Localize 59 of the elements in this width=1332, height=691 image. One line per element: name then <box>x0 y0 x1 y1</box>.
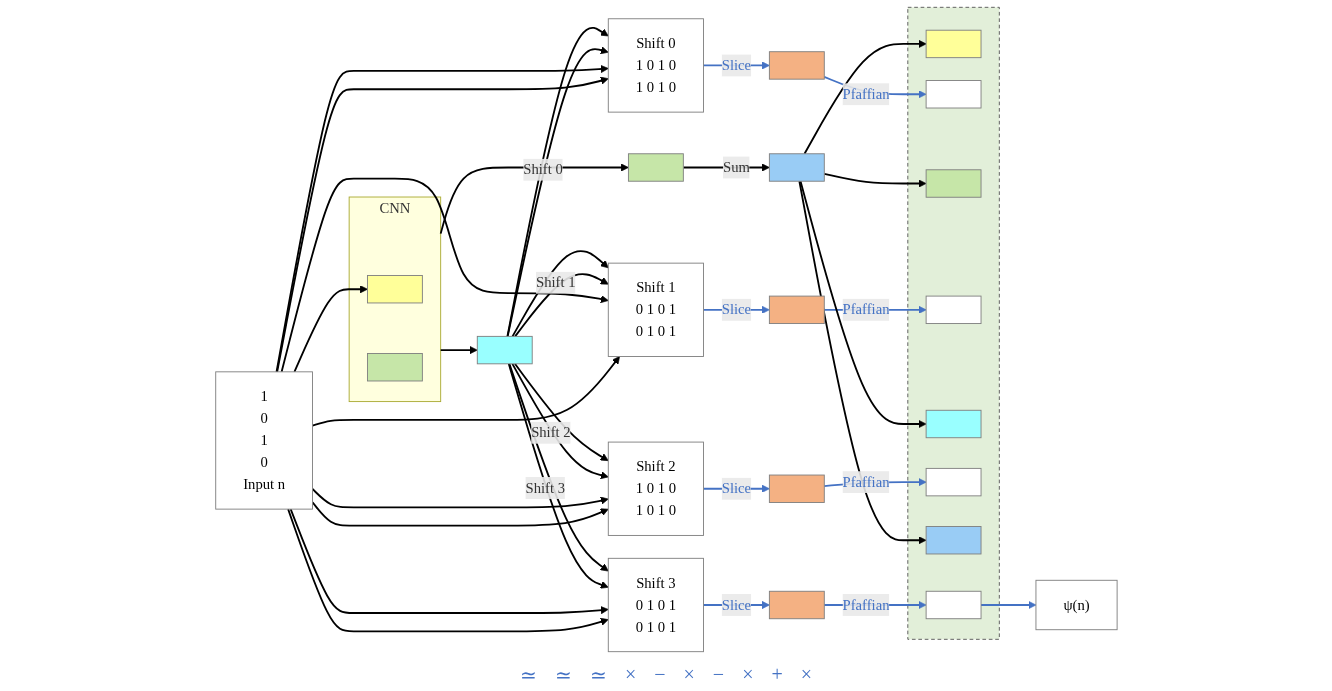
arrow <box>513 362 609 461</box>
node-box <box>925 29 982 59</box>
arrow <box>293 285 368 373</box>
edge-label: Pfaffian <box>842 473 890 490</box>
edge-label: Shift 3 <box>525 479 565 496</box>
math-symbol: − <box>712 663 725 687</box>
arrow <box>311 488 609 509</box>
edge-label: Slice <box>721 301 751 318</box>
math-symbol: × <box>625 663 637 687</box>
math-symbol: + <box>771 663 783 687</box>
math-symbol: ≃ <box>590 663 607 687</box>
node-box <box>768 295 825 324</box>
math-symbol: × <box>742 663 754 687</box>
math-symbol: × <box>683 663 695 687</box>
node-box <box>925 409 982 439</box>
math-symbol: × <box>800 663 812 687</box>
node-box <box>925 526 982 555</box>
edge-label: Pfaffian <box>842 596 890 613</box>
edge-label: Pfaffian <box>842 86 890 102</box>
edge-label: Shift 1 <box>535 274 576 291</box>
arrow <box>311 501 609 527</box>
edge-label: Slice <box>721 480 751 497</box>
cluster <box>906 6 1000 640</box>
math-symbol: ≃ <box>520 663 537 687</box>
node-box <box>366 353 423 382</box>
node-box <box>627 153 684 182</box>
node-box <box>925 80 982 109</box>
node-box: 1 0 1 0 Input n <box>214 371 313 510</box>
node-box <box>768 590 825 620</box>
edge-label: Shift 2 <box>530 424 571 441</box>
edge-label: Sum <box>722 159 750 175</box>
node-box: Shift 2 1 0 1 0 1 0 1 0 <box>607 441 704 536</box>
node-box: Shift 3 0 1 0 1 0 1 0 1 <box>607 557 704 653</box>
arrow <box>286 508 609 633</box>
node-box: ψ(n) <box>1035 579 1118 631</box>
node-box <box>925 169 982 198</box>
node-box <box>476 335 533 365</box>
node-box <box>768 153 825 182</box>
edge-label: Slice <box>721 596 751 613</box>
node-box <box>925 590 982 620</box>
arrow <box>822 172 927 188</box>
arrow <box>439 346 478 355</box>
node-box <box>768 51 825 80</box>
edge-label: Pfaffian <box>842 301 890 318</box>
arrow <box>979 600 1036 610</box>
edge-label: Slice <box>721 57 751 73</box>
math-symbol: ≃ <box>555 663 572 687</box>
node-box <box>925 295 982 324</box>
math-symbol: − <box>654 663 666 687</box>
node-box <box>366 275 423 304</box>
arrow <box>289 508 609 615</box>
edge-label: Shift 0 <box>522 161 563 178</box>
cluster: CNN <box>348 196 441 403</box>
node-box <box>925 467 982 497</box>
arrow <box>311 356 620 427</box>
arrow <box>511 362 609 480</box>
node-box: Shift 1 0 1 0 1 0 1 0 1 <box>607 262 704 357</box>
node-box: Shift 0 1 0 1 0 1 0 1 0 <box>607 18 704 113</box>
node-box <box>768 474 825 503</box>
